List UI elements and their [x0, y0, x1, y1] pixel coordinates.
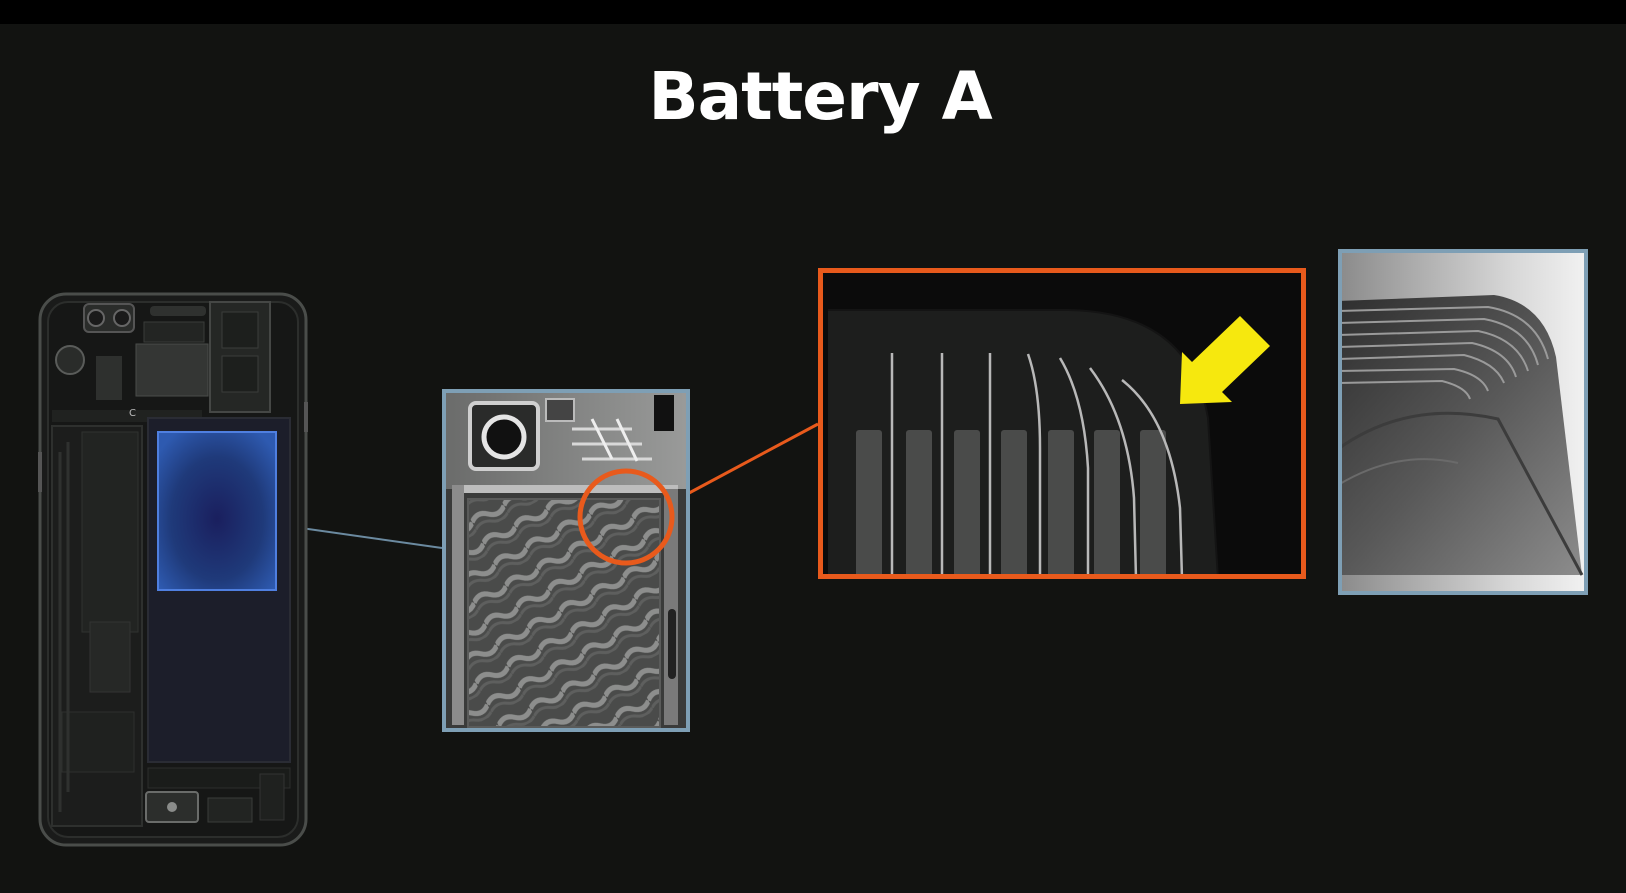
zoom-diagram: [818, 268, 1306, 580]
connector-xray-to-zoom: [675, 422, 819, 502]
xray-image: [442, 389, 690, 732]
phone-diagram: C: [38, 292, 308, 847]
battery-roll-photo: [1337, 249, 1588, 595]
highlight-circle: [577, 468, 675, 566]
vibration-motor: [55, 345, 85, 375]
separator-lines: [890, 353, 1184, 580]
slide-title: Battery A: [648, 58, 992, 135]
xray-battery: [468, 499, 660, 727]
chip-label: C: [129, 408, 136, 419]
arrow-down-left-icon: [1180, 316, 1270, 404]
roll-layers: [1337, 305, 1549, 400]
top-bar: [0, 0, 1626, 24]
electrode-plates: [856, 430, 1166, 579]
battery-highlight: [157, 431, 277, 591]
